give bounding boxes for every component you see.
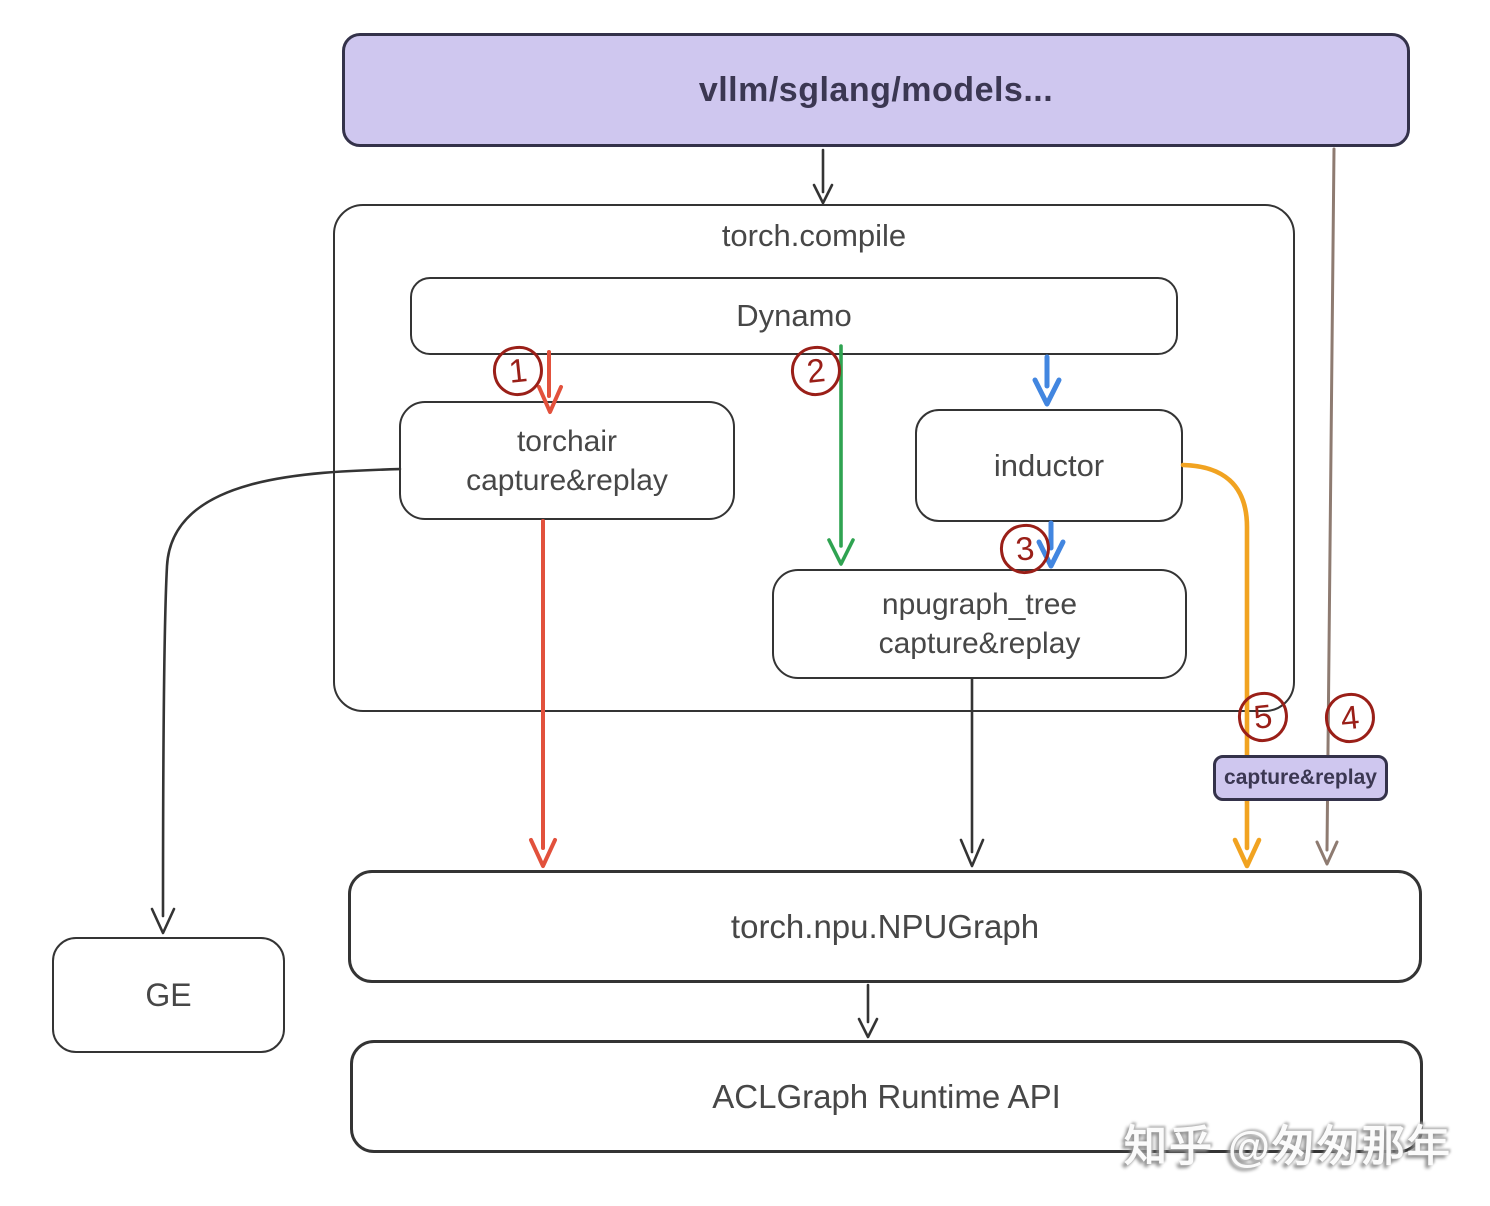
step-2-label: 2 xyxy=(804,351,828,390)
step-5-label: 5 xyxy=(1251,697,1275,736)
node-torchair-label-line1: torchair xyxy=(516,424,618,458)
node-inductor: inductor xyxy=(915,409,1183,522)
node-npugraph-tree-label-line1: npugraph_tree xyxy=(881,588,1078,621)
edge-npugraph-to-aclgraph-arrow xyxy=(857,983,879,1039)
step-4-badge: 4 xyxy=(1322,690,1378,746)
node-inductor-label: inductor xyxy=(993,447,1105,483)
node-ge: GE xyxy=(52,937,285,1053)
edge-models-to-torchcompile-arrow xyxy=(812,148,834,205)
node-torch-compile-label: torch.compile xyxy=(721,218,907,253)
node-torchair: torchair capture&replay xyxy=(399,401,735,520)
node-dynamo: Dynamo xyxy=(410,277,1178,355)
node-aclgraph-runtime-api-label: ACLGraph Runtime API xyxy=(712,1077,1061,1115)
node-npugraph-tree-label-line2: capture&replay xyxy=(878,627,1081,660)
node-torchair-label-line2: capture&replay xyxy=(466,463,668,497)
node-capture-replay: capture&replay xyxy=(1213,755,1388,801)
step-1-label: 1 xyxy=(506,351,530,390)
node-npugraph-tree: npugraph_tree capture&replay xyxy=(772,569,1187,679)
step-4-label: 4 xyxy=(1338,698,1362,737)
node-aclgraph-runtime-api: ACLGraph Runtime API xyxy=(350,1040,1423,1153)
node-models: vllm/sglang/models... xyxy=(342,33,1410,147)
node-ge-label: GE xyxy=(145,976,192,1013)
node-dynamo-label: Dynamo xyxy=(736,298,852,333)
node-torch-compile: torch.compile xyxy=(333,204,1295,712)
node-torch-npu-npugraph: torch.npu.NPUGraph xyxy=(348,870,1422,983)
node-models-label: vllm/sglang/models... xyxy=(698,70,1054,109)
watermark-text: 知乎 @匆匆那年 xyxy=(1124,1123,1452,1171)
step-3-label: 3 xyxy=(1013,529,1037,568)
node-torch-npu-npugraph-label: torch.npu.NPUGraph xyxy=(730,907,1040,945)
node-capture-replay-label: capture&replay xyxy=(1224,766,1377,789)
